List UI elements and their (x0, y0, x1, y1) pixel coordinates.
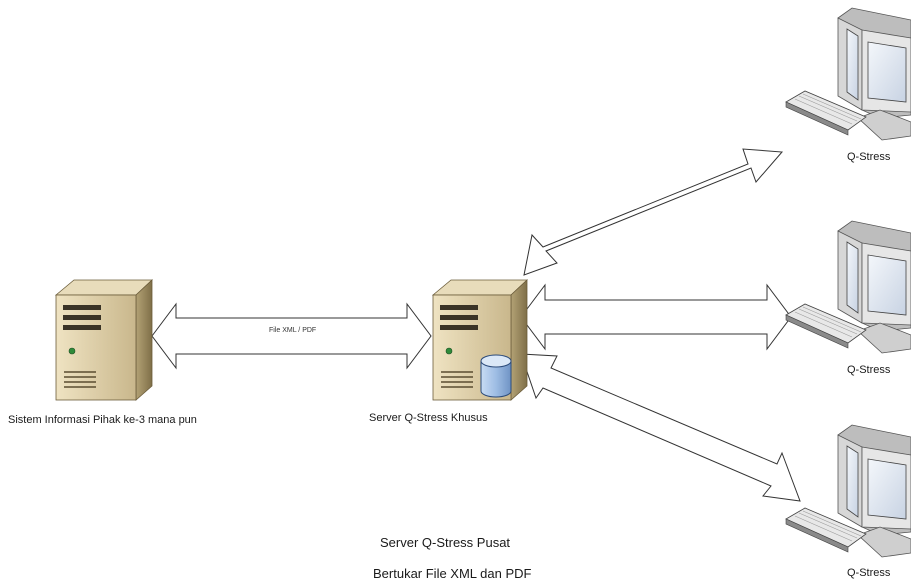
workstation-icon-2 (785, 220, 911, 354)
double-arrow-server-to-client-1 (523, 148, 784, 276)
client-label-2: Q-Stress (847, 364, 891, 376)
caption-line-2: Bertukar File XML dan PDF (373, 566, 532, 581)
central-server-icon (431, 279, 529, 401)
database-icon (480, 354, 512, 398)
dedicated-server-label: Server Q-Stress Khusus (369, 412, 488, 424)
workstation-icon-3 (785, 424, 911, 558)
double-arrow-third-party-to-server (151, 302, 432, 370)
client-label-1: Q-Stress (847, 151, 891, 163)
arrow-file-label: File XML / PDF (269, 327, 317, 334)
double-arrow-server-to-client-2 (520, 283, 792, 351)
caption-line-1: Server Q-Stress Pusat (380, 535, 511, 550)
third-party-system-label: Sistem Informasi Pihak ke-3 mana pun (8, 414, 197, 426)
double-arrow-server-to-client-3 (520, 353, 801, 502)
third-party-server-icon (54, 279, 154, 401)
client-label-3: Q-Stress (847, 567, 891, 579)
workstation-icon-1 (785, 7, 911, 141)
